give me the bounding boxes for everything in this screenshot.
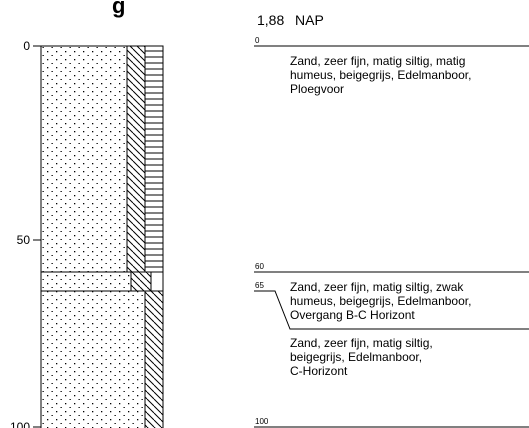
boundary-connector	[254, 290, 529, 330]
layer-2-sand-fill	[41, 272, 131, 291]
layer-3-sand-fill	[41, 291, 145, 428]
datum-label: NAP	[295, 12, 324, 28]
boundary-depth-label: 60	[255, 262, 264, 271]
depth-tick-label: 0	[23, 39, 30, 53]
depth-tick-label: 50	[17, 233, 31, 247]
layer-1-silt-fill	[127, 46, 145, 272]
layer-1-humus-fill	[145, 46, 163, 272]
elevation-header: 1,88 NAP	[257, 12, 324, 28]
layer-description: Zand, zeer fijn, matig siltig, beigegrij…	[290, 336, 436, 378]
chart-heading-fragment: g	[112, 0, 125, 18]
description-panel: 0 Zand, zeer fijn, matig siltig, matig h…	[254, 36, 529, 428]
depth-tick-label: 100	[10, 420, 30, 428]
boundary-depth-label: 100	[255, 417, 269, 426]
column-outline	[40, 45, 164, 428]
boundary-depth-label: 65	[255, 281, 264, 290]
surface-elevation: 1,88	[257, 12, 284, 28]
layer-3-silt-fill	[145, 291, 163, 428]
layer-description: Zand, zeer fijn, matig siltig, matig hum…	[290, 54, 475, 96]
layer-1-sand-fill	[41, 46, 127, 272]
boundary-depth-label: 0	[255, 36, 260, 45]
depth-axis: 0 50 100	[10, 39, 42, 428]
layer-description: Zand, zeer fijn, matig siltig, zwak hume…	[290, 280, 475, 322]
layer-2-silt-fill	[131, 272, 151, 291]
soil-column	[40, 45, 164, 428]
